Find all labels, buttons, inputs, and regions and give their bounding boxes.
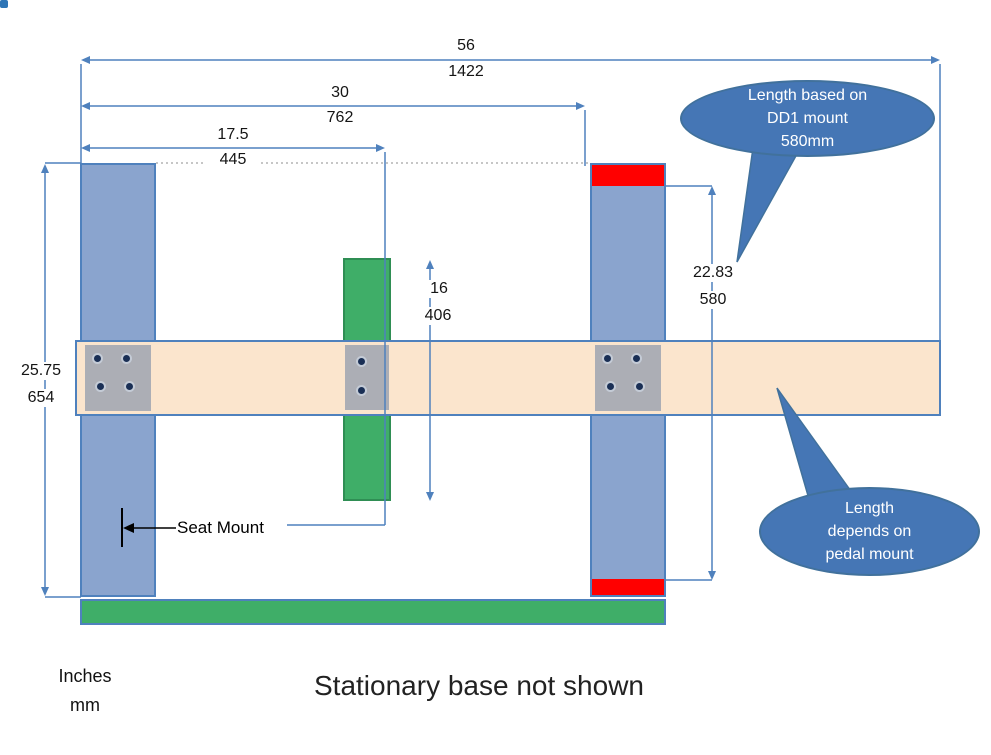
bolt — [123, 355, 130, 362]
bolt — [604, 355, 611, 362]
bolt — [97, 383, 104, 390]
dimension-lines — [44, 59, 941, 598]
red-spacer-top — [592, 165, 664, 186]
dim-right-height-inches: 22.83 — [684, 264, 742, 282]
seat-mount-pointer — [121, 508, 176, 547]
cross-beam — [75, 340, 941, 416]
mount-plate-center — [345, 345, 389, 410]
callout-pedal-mount: Length depends on pedal mount — [759, 487, 980, 576]
bolt — [358, 387, 365, 394]
dim-green-height-inches: 16 — [420, 280, 458, 298]
dim-30-mm: 762 — [326, 109, 354, 126]
bolt — [94, 355, 101, 362]
dim-overall-inches: 56 — [457, 37, 475, 54]
corner-artifact — [0, 0, 8, 8]
dim-left-height-mm: 654 — [10, 389, 72, 407]
dim-green-height-mm: 406 — [414, 307, 462, 325]
dim-seat-mm: 445 — [206, 151, 260, 169]
callout-pedal-line2: depends on — [827, 523, 912, 540]
units-label-mm: mm — [70, 695, 100, 715]
callout-dd1-line2: DD1 mount — [767, 110, 848, 127]
callout-dd1-line3: 580mm — [780, 133, 835, 150]
bolt — [126, 383, 133, 390]
bottom-rail — [80, 599, 666, 625]
callout-pedal-line3: pedal mount — [825, 546, 914, 563]
dimension-arrowheads — [41, 56, 940, 596]
units-label-inches: Inches — [58, 666, 112, 686]
callout-pedal-line1: Length — [845, 500, 894, 517]
bolt — [358, 358, 365, 365]
callout-dd1-line1: Length based on — [747, 87, 868, 104]
bolt — [607, 383, 614, 390]
seat-mount-label: Seat Mount — [177, 518, 264, 537]
callout-tails — [736, 147, 855, 500]
dim-overall-mm: 1422 — [448, 63, 484, 80]
bolt — [636, 383, 643, 390]
bolt — [633, 355, 640, 362]
dim-right-height-mm: 580 — [688, 291, 738, 309]
dim-seat-inches: 17.5 — [217, 126, 249, 143]
caption-stationary-base: Stationary base not shown — [314, 670, 644, 701]
dim-left-height-inches: 25.75 — [10, 362, 72, 380]
red-spacer-bottom — [592, 579, 664, 595]
dim-30-inches: 30 — [331, 84, 349, 101]
callout-dd1-mount: Length based on DD1 mount 580mm — [680, 80, 935, 157]
